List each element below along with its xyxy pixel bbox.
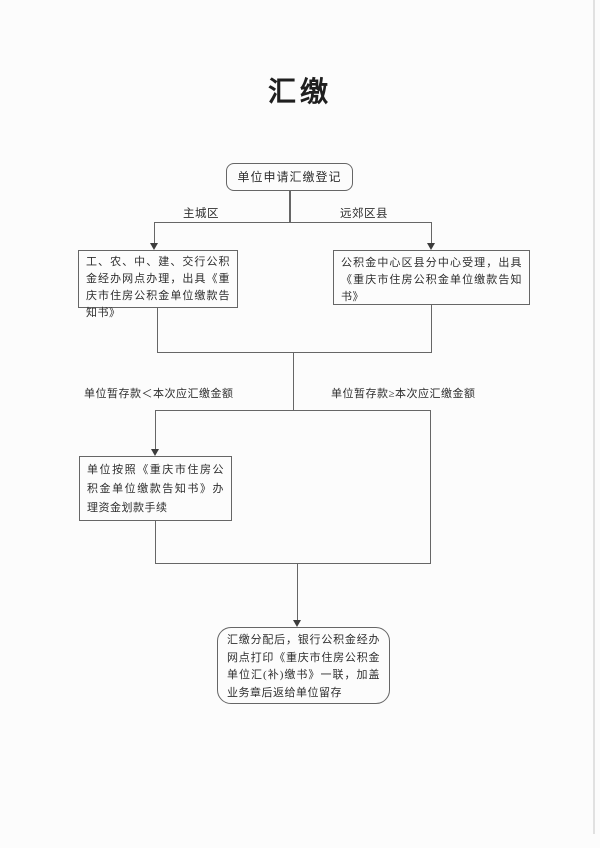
connector-end-stem bbox=[297, 563, 299, 620]
arrow-down-icon bbox=[293, 620, 301, 627]
branch-label-suburb: 远郊区县 bbox=[340, 208, 388, 220]
connector-merge-region bbox=[157, 352, 432, 354]
connector-main-city-out bbox=[157, 308, 159, 352]
flow-node-main-city: 工、农、中、建、交行公积金经办网点办理，出具《重庆市住房公积金单位缴款告知书》 bbox=[78, 250, 238, 319]
branch-label-deposit-less: 单位暂存款＜本次应汇缴金额 bbox=[84, 388, 234, 400]
flow-node-suburb: 公积金中心区县分中心受理，出具《重庆市住房公积金单位缴款告知书》 bbox=[333, 250, 530, 305]
arrow-down-icon bbox=[427, 243, 435, 250]
connector-transfer-out bbox=[155, 521, 157, 563]
connector-to-main-city-box bbox=[154, 222, 156, 244]
connector-deposit-branch bbox=[155, 410, 431, 412]
flow-node-transfer: 单位按照《重庆市住房公积金单位缴款告知书》办理资金划款手续 bbox=[79, 456, 232, 521]
branch-label-deposit-enough: 单位暂存款≥本次应汇缴金额 bbox=[331, 388, 476, 400]
scan-edge-artifact bbox=[593, 0, 595, 834]
connector-suburb-out bbox=[431, 305, 433, 352]
page-title: 汇缴 bbox=[267, 77, 332, 108]
flow-node-start: 单位申请汇缴登记 bbox=[226, 163, 353, 191]
branch-label-main-city: 主城区 bbox=[183, 208, 219, 220]
connector-region-branch bbox=[154, 222, 432, 224]
arrow-down-icon bbox=[151, 449, 159, 456]
flow-node-end: 汇缴分配后，银行公积金经办网点打印《重庆市住房公积金单位汇(补)缴书》一联，加盖… bbox=[217, 627, 390, 704]
connector-merge-final bbox=[155, 563, 431, 565]
connector-merge-stem bbox=[293, 352, 295, 410]
connector-to-suburb-box bbox=[431, 222, 433, 244]
connector-deposit-enough-bypass bbox=[430, 410, 432, 563]
arrow-down-icon bbox=[150, 243, 158, 250]
connector-start-stem bbox=[289, 191, 291, 222]
connector-to-transfer-box bbox=[155, 410, 157, 449]
